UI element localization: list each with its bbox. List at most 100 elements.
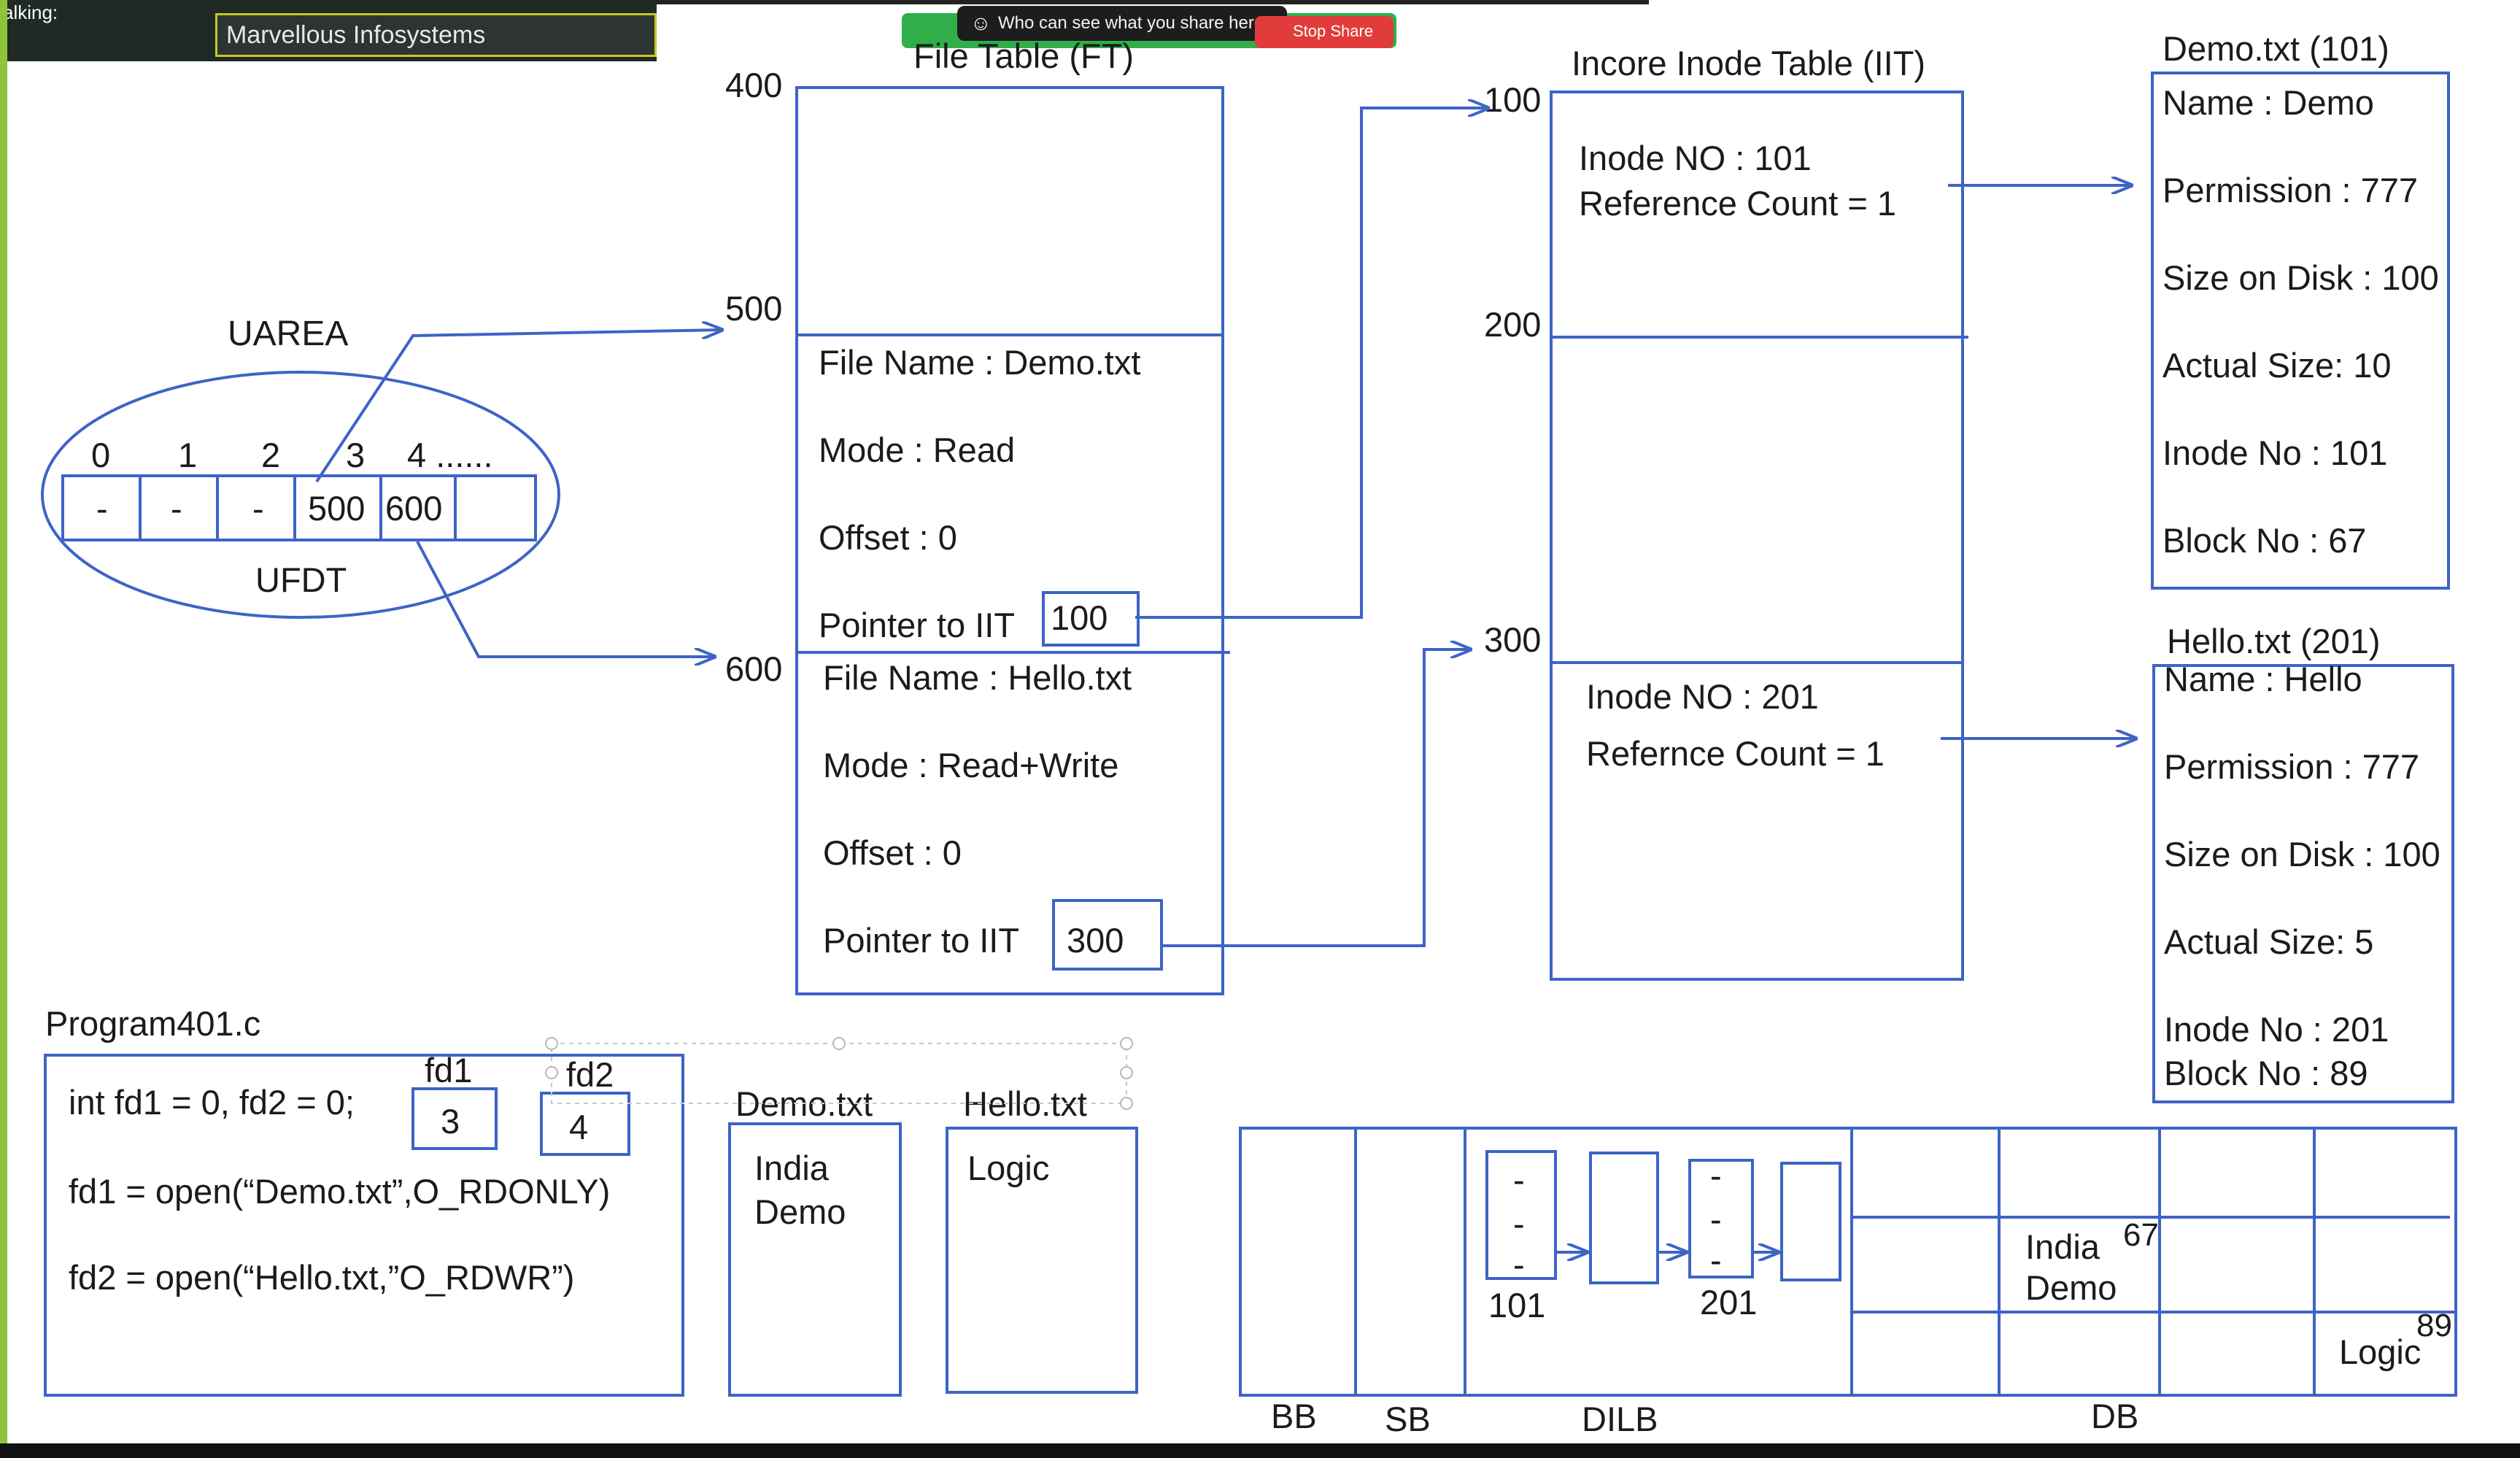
db-row-divider (1853, 1216, 2450, 1219)
uarea-title: UAREA (228, 315, 349, 353)
ft-entry1-pointer-label: Pointer to IIT (819, 606, 1016, 644)
demo-file-line-1: India (754, 1149, 829, 1187)
disk-dilb-label: DILB (1582, 1400, 1658, 1438)
demo-inode-box (2151, 72, 2450, 590)
arrow-ufdt4-to-ft600 (416, 541, 715, 657)
ufdt-divider (216, 474, 219, 541)
dilb-dash: - (1710, 1241, 1722, 1279)
file-table-title: File Table (FT) (913, 36, 1135, 75)
top-strip (657, 0, 1649, 4)
ft-entry2-mode: Mode : Read+Write (823, 746, 1119, 784)
program-title: Program401.c (45, 1004, 261, 1043)
program-line-1: int fd1 = 0, fd2 = 0; (69, 1083, 355, 1122)
demo-file-line-2: Demo (754, 1192, 846, 1231)
disk-sb-label: SB (1385, 1400, 1431, 1438)
ft-entry2-offset: Offset : 0 (823, 833, 962, 872)
fd1-label: fd1 (425, 1051, 473, 1089)
participant-video-tile[interactable]: Marvellous Infosystems (215, 13, 657, 57)
iit-title: Incore Inode Table (IIT) (1572, 44, 1926, 82)
dilb-dash: - (1710, 1156, 1722, 1195)
stop-share-label: Stop Share (1293, 22, 1374, 40)
hello-file-box (946, 1127, 1138, 1394)
hello-file-line-1: Logic (967, 1149, 1050, 1187)
ft-entry1-filename: File Name : Demo.txt (819, 343, 1141, 382)
dilb-block-101 (1485, 1150, 1557, 1280)
arrow-ufdt3-to-ft500 (315, 330, 722, 483)
dilb-block (1589, 1152, 1659, 1284)
program-box (44, 1054, 684, 1397)
disk-divider (1354, 1127, 1357, 1397)
hello-inode-name: Name : Hello (2164, 660, 2362, 698)
db-row-divider (1853, 1311, 2457, 1314)
db-block-number-89: 89 (2416, 1308, 2452, 1343)
db-block-67-line-1: India (2025, 1227, 2100, 1266)
ft-row-divider (795, 333, 1224, 336)
ft-address-600: 600 (725, 649, 783, 688)
ufdt-index-3: 3 (346, 436, 366, 474)
hello-inode-inode-no: Inode No : 201 (2164, 1010, 2389, 1049)
demo-file-title: Demo.txt (735, 1084, 873, 1123)
ufdt-index-0: 0 (91, 436, 111, 474)
meeting-video-overlay: alking: Marvellous Infosystems (0, 0, 657, 61)
hello-inode-size-on-disk: Size on Disk : 100 (2164, 835, 2440, 873)
dilb-block-201 (1688, 1159, 1754, 1278)
disk-db-label: DB (2091, 1397, 2139, 1435)
bottom-border (0, 1443, 2520, 1458)
fd1-value: 3 (441, 1102, 460, 1141)
ufdt-cell-2: - (252, 489, 264, 528)
demo-inode-permission: Permission : 777 (2163, 171, 2419, 209)
fd2-value: 4 (569, 1108, 589, 1146)
talking-indicator: alking: (3, 1, 58, 23)
ufdt-cell-1: - (171, 489, 182, 528)
dilb-dash: - (1513, 1245, 1525, 1284)
demo-inode-block-no: Block No : 67 (2163, 521, 2367, 560)
share-visibility-pill[interactable]: ☺ Who can see what you share here? (957, 6, 1287, 41)
share-visibility-text: Who can see what you share here? (998, 13, 1274, 33)
hello-inode-title: Hello.txt (201) (2167, 622, 2381, 660)
ufdt-index-2: 2 (261, 436, 281, 474)
ufdt-divider (454, 474, 457, 541)
dilb-label-101: 101 (1488, 1286, 1546, 1324)
demo-file-box (728, 1122, 902, 1397)
ufdt-divider (379, 474, 382, 541)
stop-share-button[interactable]: Stop Share (1255, 16, 1394, 48)
incore-inode-table (1550, 90, 1964, 981)
db-block-number-67: 67 (2123, 1217, 2159, 1253)
db-block-67-line-2: Demo (2025, 1268, 2117, 1307)
ft-row-divider (795, 651, 1230, 654)
ft-address-500: 500 (725, 289, 783, 328)
disk-divider (2313, 1127, 2316, 1397)
ft-entry1-offset: Offset : 0 (819, 518, 957, 557)
iit-address-100: 100 (1484, 80, 1542, 119)
iit-address-300: 300 (1484, 620, 1542, 659)
ft-address-400: 400 (725, 66, 783, 104)
iit-entry1-inode: Inode NO : 101 (1579, 139, 1812, 177)
demo-inode-inode-no: Inode No : 101 (2163, 433, 2388, 472)
ft-entry1-mode: Mode : Read (819, 431, 1016, 469)
hello-inode-actual-size: Actual Size: 5 (2164, 922, 2374, 961)
ufdt-cell-4: 600 (385, 489, 443, 528)
participant-name: Marvellous Infosystems (226, 21, 486, 49)
fd1-box (411, 1087, 498, 1150)
people-icon: ☺ (970, 12, 992, 34)
iit-entry2-inode: Inode NO : 201 (1586, 677, 1819, 716)
ufdt-label: UFDT (255, 560, 347, 599)
dilb-dash: - (1513, 1160, 1525, 1199)
ufdt-cell-3: 500 (308, 489, 366, 528)
hello-inode-block-no: Block No : 89 (2164, 1054, 2368, 1092)
disk-bb-label: BB (1271, 1397, 1317, 1435)
ufdt-index-4: 4 ...... (407, 436, 493, 474)
ft-entry1-pointer-value: 100 (1051, 598, 1108, 637)
program-line-2: fd1 = open(“Demo.txt”,O_RDONLY) (69, 1172, 611, 1211)
iit-row-divider (1550, 661, 1964, 664)
demo-inode-title: Demo.txt (101) (2163, 29, 2389, 68)
left-border (0, 0, 7, 1458)
ufdt-cell-0: - (96, 489, 108, 528)
disk-divider (1998, 1127, 2001, 1397)
dilb-dash: - (1710, 1200, 1722, 1238)
dilb-block (1780, 1162, 1841, 1281)
dilb-dash: - (1513, 1204, 1525, 1243)
disk-layout (1239, 1127, 2457, 1397)
fd2-label: fd2 (566, 1055, 614, 1094)
